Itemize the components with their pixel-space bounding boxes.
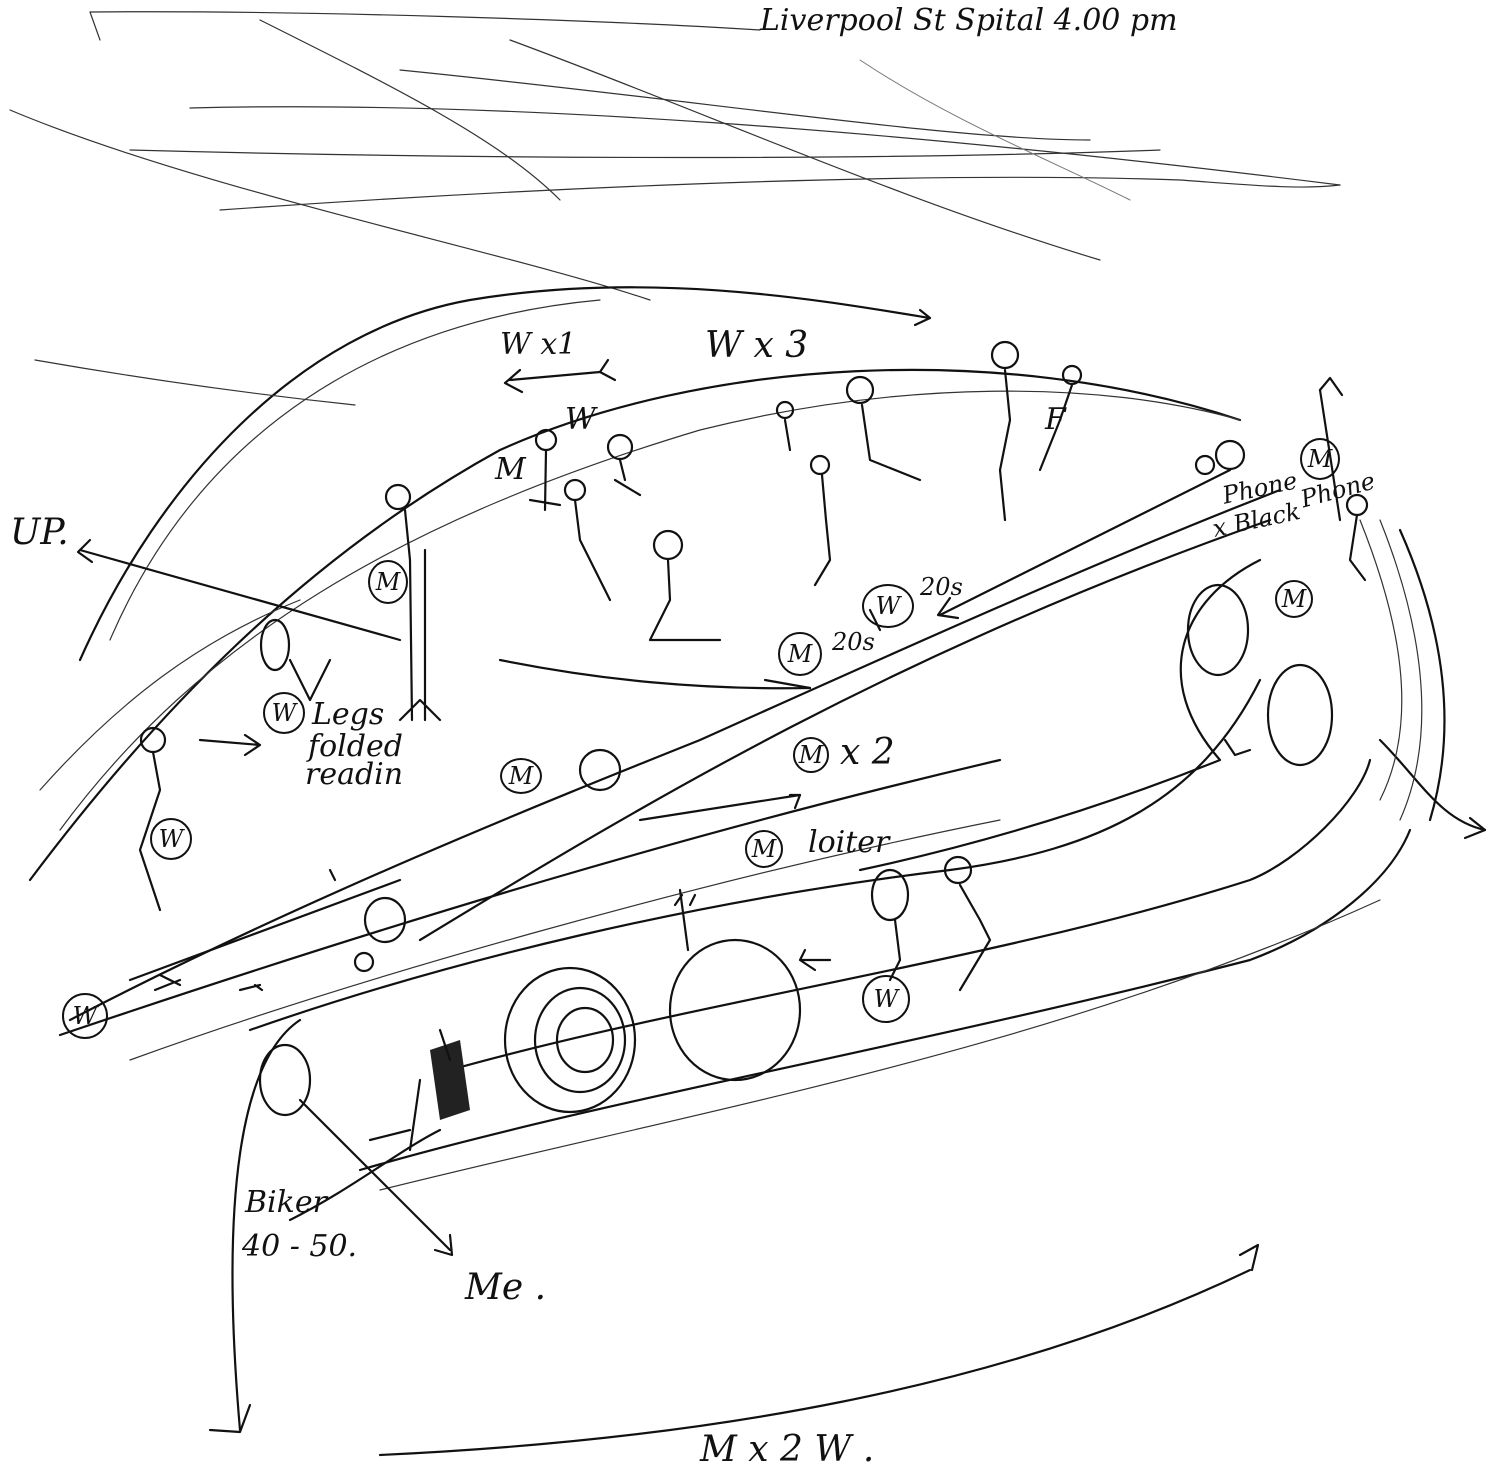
m-circle-right-2: M — [1275, 580, 1313, 618]
w-circle-bottom: W — [862, 975, 910, 1023]
m-20s-age: 20s — [832, 630, 875, 654]
me-label: Me . — [465, 1270, 546, 1306]
loiter-label: loiter — [808, 828, 889, 858]
w-circle-bottom-left: W — [62, 993, 108, 1039]
loiter-circle: M — [745, 830, 783, 868]
m-plain-label: M — [495, 455, 526, 485]
legs-label: Legs — [312, 700, 384, 730]
w-circle-left: W — [150, 818, 192, 860]
outer-arcs — [30, 287, 1240, 880]
up-label: UP. — [10, 515, 69, 551]
f-plain-label: F — [1045, 405, 1066, 435]
reading-label: readin — [305, 760, 403, 790]
top-sweep-lines — [10, 12, 1340, 300]
w-circle-legs: W — [263, 692, 305, 734]
m-x2-suffix: x 2 — [840, 735, 895, 771]
w-20s-age: 20s — [920, 575, 963, 599]
w-20s-circle: W — [862, 584, 914, 628]
m-20s-circle: M — [778, 632, 822, 676]
m-circle-mid: M — [500, 758, 542, 794]
page-title: Liverpool St Spital 4.00 pm — [760, 6, 1178, 36]
bottom-label: M x 2 W . — [700, 1432, 874, 1468]
m-circle-right: M — [1300, 438, 1340, 480]
path-lines — [60, 378, 1485, 1455]
w-plain-label: W — [565, 405, 596, 435]
biker-label: Biker — [245, 1188, 327, 1218]
biker-age-label: 40 - 50. — [242, 1232, 357, 1262]
w-x1-label: W x1 — [500, 330, 576, 360]
w-x3-label: W x 3 — [705, 328, 808, 364]
m-x2-circle: M — [793, 737, 829, 773]
m-circle-upper-left: M — [368, 560, 408, 604]
